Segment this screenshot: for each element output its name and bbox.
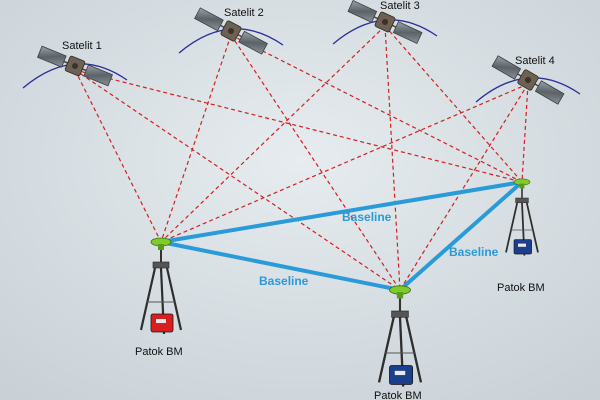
station-2: Patok BM	[374, 285, 423, 400]
sightline-group	[74, 25, 529, 291]
satellite-group: Satelit 1 Satelit 2 Satelit 3 Satelit 4	[22, 0, 581, 105]
satellite-label: Satelit 4	[515, 55, 555, 67]
satellite-icon	[36, 45, 114, 87]
satellite-2: Satelit 2	[178, 7, 284, 55]
sightline-sat3-stationA	[160, 25, 386, 243]
satellite-4: Satelit 4	[475, 55, 581, 105]
gps-receiver-tripod-icon	[505, 178, 539, 256]
station-label: Patok BM	[135, 346, 183, 358]
baseline-group	[159, 180, 524, 292]
baseline-line	[159, 180, 524, 244]
satellite-icon	[491, 55, 565, 105]
satellite-icon	[194, 7, 268, 55]
satellite-3: Satelit 3	[332, 0, 438, 45]
baseline-label: Baseline	[449, 245, 499, 259]
sightline-sat4-stationB	[399, 83, 529, 291]
sightline-sat3-stationB	[384, 25, 401, 291]
sightline-sat4-stationC	[521, 83, 529, 183]
station-label: Patok BM	[497, 282, 545, 294]
satellite-label: Satelit 1	[62, 40, 102, 52]
station-label: Patok BM	[374, 390, 422, 400]
satellite-label: Satelit 2	[224, 7, 264, 19]
station-1: Patok BM	[135, 237, 183, 358]
gps-receiver-tripod-icon	[139, 237, 183, 335]
satellite-label: Satelit 3	[380, 0, 420, 12]
sightline-sat2-stationA	[160, 34, 232, 243]
satellite-1: Satelit 1	[22, 40, 128, 89]
sightline-sat2-stationC	[230, 34, 523, 183]
baseline-label: Baseline	[259, 274, 309, 288]
gps-receiver-tripod-icon	[377, 285, 423, 387]
sightline-sat1-stationB	[74, 69, 401, 291]
satellite-icon	[347, 0, 423, 45]
sightline-sat4-stationA	[160, 83, 529, 243]
station-group: Patok BM Patok BM Patok BM	[135, 178, 545, 400]
sightline-sat2-stationB	[230, 34, 401, 291]
station-3: Patok BM	[497, 178, 545, 294]
baseline-line	[398, 180, 524, 292]
baseline-label: Baseline	[342, 210, 392, 224]
baseline-line	[159, 240, 402, 292]
